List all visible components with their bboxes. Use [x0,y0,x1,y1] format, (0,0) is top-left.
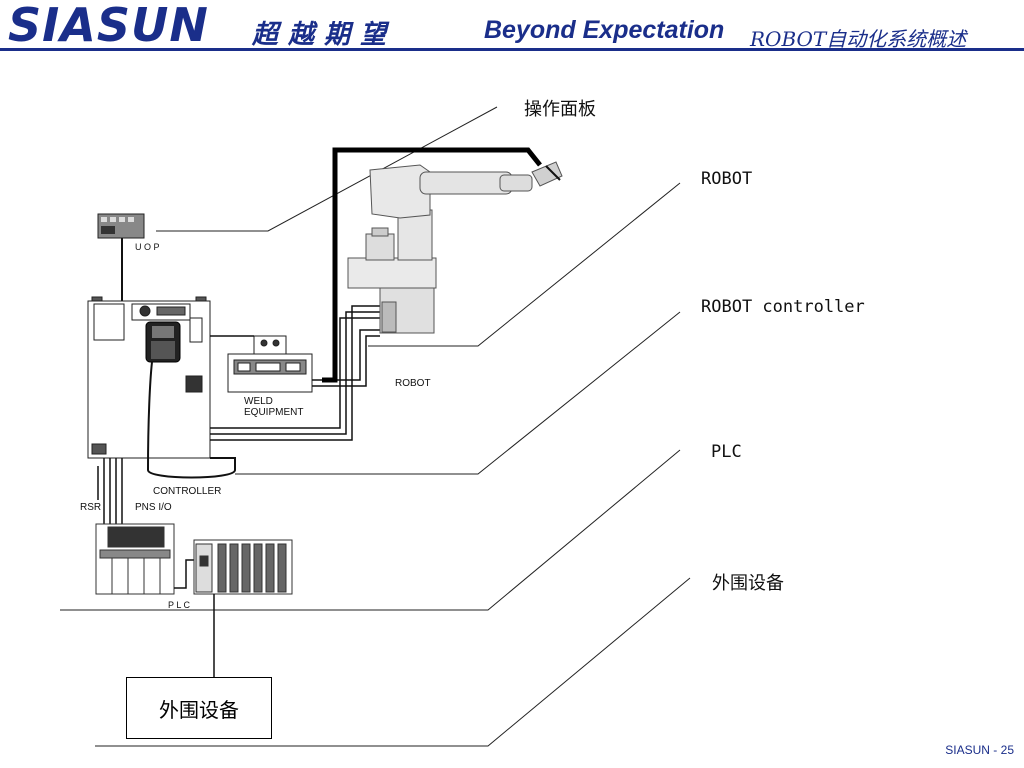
leader-operator-panel [156,106,498,232]
plc-link-cable [174,559,196,589]
leader-controller [235,311,681,475]
weld-label-line2: EQUIPMENT [244,407,303,418]
teach-pendant [145,321,236,479]
controller-label: CONTROLLER [153,486,221,497]
plc-rack-right [193,539,293,595]
leader-plc [60,449,681,611]
leader-peripheral [95,577,691,747]
pns-io-label: PNS I/O [135,502,172,513]
slogan-english: Beyond Expectation [484,16,725,44]
io-cables [97,458,123,524]
plc-diagram-label: P L C [168,600,191,610]
header-divider [0,48,1024,51]
callout-robot-controller: ROBOT controller [701,297,865,317]
header: SIASUN 超越期望 Beyond Expectation ROBOT自动化系… [0,0,1024,52]
callout-operator-panel: 操作面板 [524,99,596,120]
robot-arm [347,161,563,334]
section-title: ROBOT自动化系统概述 [750,27,967,51]
torch-cable [322,147,542,383]
peripheral-equipment-box: 外围设备 [126,677,272,739]
rsr-label: RSR [80,502,101,513]
slogan-chinese: 超越期望 [252,20,397,50]
callout-plc: PLC [711,442,742,462]
callout-robot: ROBOT [701,169,753,189]
robot-diagram-label: ROBOT [395,378,431,389]
leader-robot [368,182,681,347]
plc-rack-left [95,523,175,595]
page-footer: SIASUN - 25 [945,743,1014,757]
siasun-logo: SIASUN [8,0,209,52]
weld-equipment [227,335,313,393]
uop-panel [97,213,145,302]
callout-peripheral: 外围设备 [712,573,784,594]
uop-label: U O P [135,242,160,252]
weld-label-line1: WELD [244,396,273,407]
